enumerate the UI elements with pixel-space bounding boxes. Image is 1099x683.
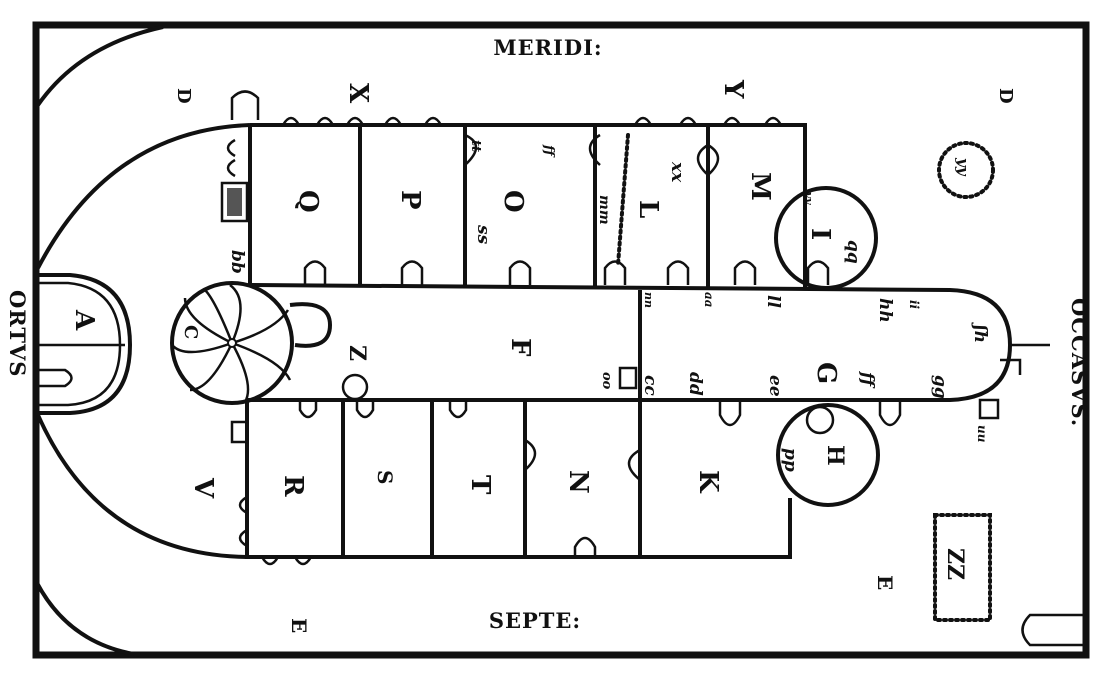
mark-oo: oo — [599, 372, 614, 390]
niche-c — [289, 302, 333, 348]
hatched-fill — [227, 188, 242, 216]
mark-dd: dd — [685, 372, 705, 396]
mark-ff: ff — [857, 371, 877, 389]
mark-ss: ss — [473, 224, 493, 245]
letter-o: O — [498, 190, 528, 213]
letter-v: V — [188, 477, 218, 499]
mark-hh: hh — [875, 298, 895, 323]
letter-n: N — [563, 470, 593, 494]
small-box-v — [230, 420, 249, 444]
letter-p: P — [395, 190, 425, 210]
inner-arc-bottom — [36, 414, 248, 559]
laconicum-c-spiral — [170, 281, 294, 405]
dotted-rect-zz — [933, 513, 992, 622]
mark-uu: uu — [975, 425, 989, 443]
mark-ll: ll — [763, 295, 783, 308]
letter-l: L — [633, 200, 663, 218]
letter-c: C — [180, 325, 201, 339]
niches — [226, 90, 1083, 647]
small-spiral-h — [805, 405, 835, 435]
letter-y: Y — [718, 79, 748, 99]
small-box-oo — [618, 366, 638, 390]
letter-s: S — [373, 470, 397, 484]
mark-ee: ee — [765, 375, 785, 397]
mark-ff-top: ff — [541, 144, 556, 158]
letter-i: I — [805, 228, 835, 240]
label-septe: SEPTE: — [489, 608, 581, 633]
letter-h: H — [822, 445, 848, 466]
mark-ii: ii — [907, 300, 921, 310]
letter-q: Q — [293, 190, 323, 213]
lower-row-outline — [245, 400, 792, 559]
mark-zz: ZZ — [942, 548, 968, 580]
letter-e-bottom: E — [287, 618, 311, 633]
inner-arc-top — [36, 123, 251, 269]
minor-marks: bb tt ff ss mm xx vv qq yy nn aa ll hh i… — [227, 140, 990, 580]
mark-gg: gg — [930, 375, 950, 399]
small-box-uu — [978, 398, 1000, 420]
label-ortvs: ORTVS — [5, 290, 30, 377]
hatched-box — [220, 181, 249, 223]
room-a-niche — [38, 368, 73, 388]
mark-pp: pp — [780, 448, 800, 472]
room-letters: A C D D E E F G H I K L M N O P Q R S T … — [69, 79, 1016, 633]
label-meridi: MERIDI: — [493, 35, 602, 60]
mark-qq: qq — [843, 240, 863, 264]
outer-arc-top — [36, 25, 164, 107]
mark-aa: aa — [702, 292, 716, 308]
room-a-apse — [38, 273, 133, 415]
mark-bb: bb — [227, 250, 247, 274]
letter-e-right: E — [873, 575, 897, 590]
letter-g: G — [811, 362, 841, 384]
outer-frame — [32, 21, 1090, 659]
dotted-line-l — [616, 133, 630, 267]
mark-cc: cc — [640, 375, 660, 396]
mark-vv: vv — [802, 192, 815, 205]
circle-h — [776, 403, 880, 507]
letter-f: F — [505, 338, 535, 357]
mark-xx: xx — [667, 161, 687, 183]
circle-i — [774, 186, 878, 290]
letter-t: T — [465, 475, 495, 495]
letter-d-right: D — [995, 88, 1016, 104]
letter-z: Z — [344, 345, 370, 361]
letter-r: R — [278, 475, 308, 497]
mark-mm: mm — [596, 195, 612, 225]
letter-k: K — [693, 470, 723, 494]
mark-yy: yy — [954, 157, 972, 177]
letter-x: X — [343, 83, 373, 104]
letter-d-left: D — [173, 88, 194, 104]
label-occasvs: OCCASVS. — [1067, 298, 1092, 427]
upper-row-outline — [250, 123, 807, 287]
letter-m: M — [745, 172, 775, 201]
letter-a: A — [69, 309, 99, 331]
outer-arc-bottom — [35, 582, 141, 657]
small-circle-z — [341, 373, 369, 401]
mark-nn: nn — [642, 292, 655, 308]
mark-sh: ʃh — [970, 322, 990, 343]
dotted-circle-yy — [937, 141, 995, 199]
mark-tt: tt — [468, 140, 483, 152]
